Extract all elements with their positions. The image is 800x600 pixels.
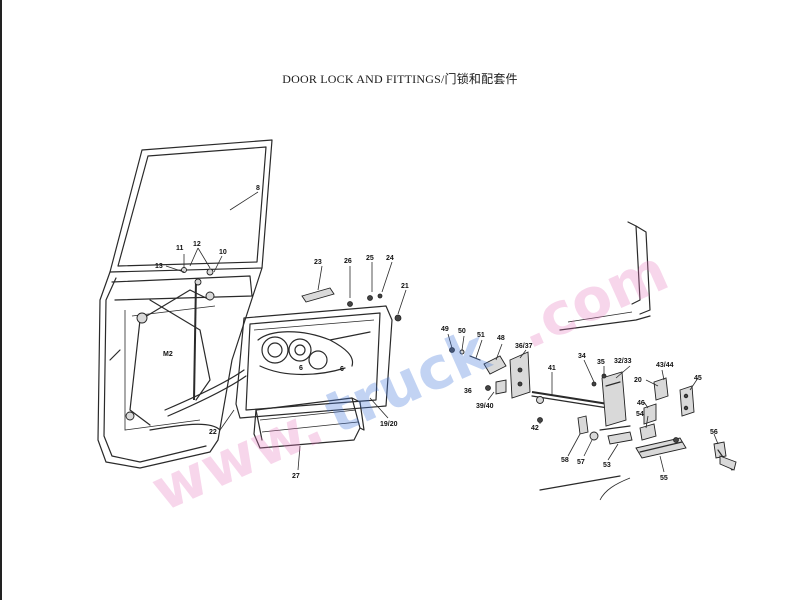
callout-8: 8 (256, 185, 260, 192)
callout-58: 58 (561, 457, 569, 464)
page-left-border (0, 0, 2, 600)
callout-11: 11 (176, 245, 184, 252)
callout-10: 10 (219, 249, 227, 256)
callout-27: 27 (292, 473, 300, 480)
window-regulator (109, 267, 247, 431)
callout-21: 21 (401, 283, 409, 290)
lock-assembly (449, 347, 737, 471)
watermark-text-b: truck (315, 315, 500, 447)
door-edge-outline (539, 221, 651, 501)
callout-24: 24 (386, 255, 394, 262)
callout-50: 50 (458, 328, 466, 335)
callout-55: 55 (660, 475, 668, 482)
watermark-text-c: .com (507, 236, 678, 362)
callout-51: 51 (477, 332, 485, 339)
callout-41: 41 (548, 365, 556, 372)
callout-13: 13 (155, 263, 163, 270)
callout-35: 35 (597, 359, 605, 366)
callout-57: 57 (577, 459, 585, 466)
page-title: DOOR LOCK AND FITTINGS/门锁和配套件 (282, 72, 518, 86)
door-pocket (253, 397, 365, 449)
callout-56: 56 (710, 429, 718, 436)
callout-23: 23 (314, 259, 322, 266)
callout-53: 53 (603, 462, 611, 469)
callout-22: 22 (209, 429, 217, 436)
callout-45: 45 (694, 375, 702, 382)
callout-49: 49 (441, 326, 449, 333)
callout-48: 48 (497, 335, 505, 342)
door-frame (97, 139, 273, 469)
watermark: www. truck .com (142, 236, 678, 525)
trim-panel (235, 287, 402, 419)
callout-19-20: 19/20 (380, 421, 398, 428)
callout-36-37: 36/37 (515, 343, 533, 350)
callout-34: 34 (578, 353, 586, 360)
callout-46: 46 (637, 400, 645, 407)
callout-54: 54 (636, 411, 644, 418)
leader-lines (165, 191, 719, 473)
callout-39-40: 39/40 (476, 403, 494, 410)
callout-6a: 6 (299, 365, 303, 372)
callout-m2: M2 (163, 351, 173, 358)
callout-42: 42 (531, 425, 539, 432)
callout-32-33: 32/33 (614, 358, 632, 365)
callout-20: 20 (634, 377, 642, 384)
callout-43-44: 43/44 (656, 362, 674, 369)
callout-12: 12 (193, 241, 201, 248)
callout-6b: 6 (340, 366, 344, 373)
callout-36: 36 (464, 388, 472, 395)
callout-labels: 8 11 12 10 13 23 26 25 24 21 M2 6 6 22 1… (155, 185, 718, 482)
callout-26: 26 (344, 258, 352, 265)
callout-25: 25 (366, 255, 374, 262)
